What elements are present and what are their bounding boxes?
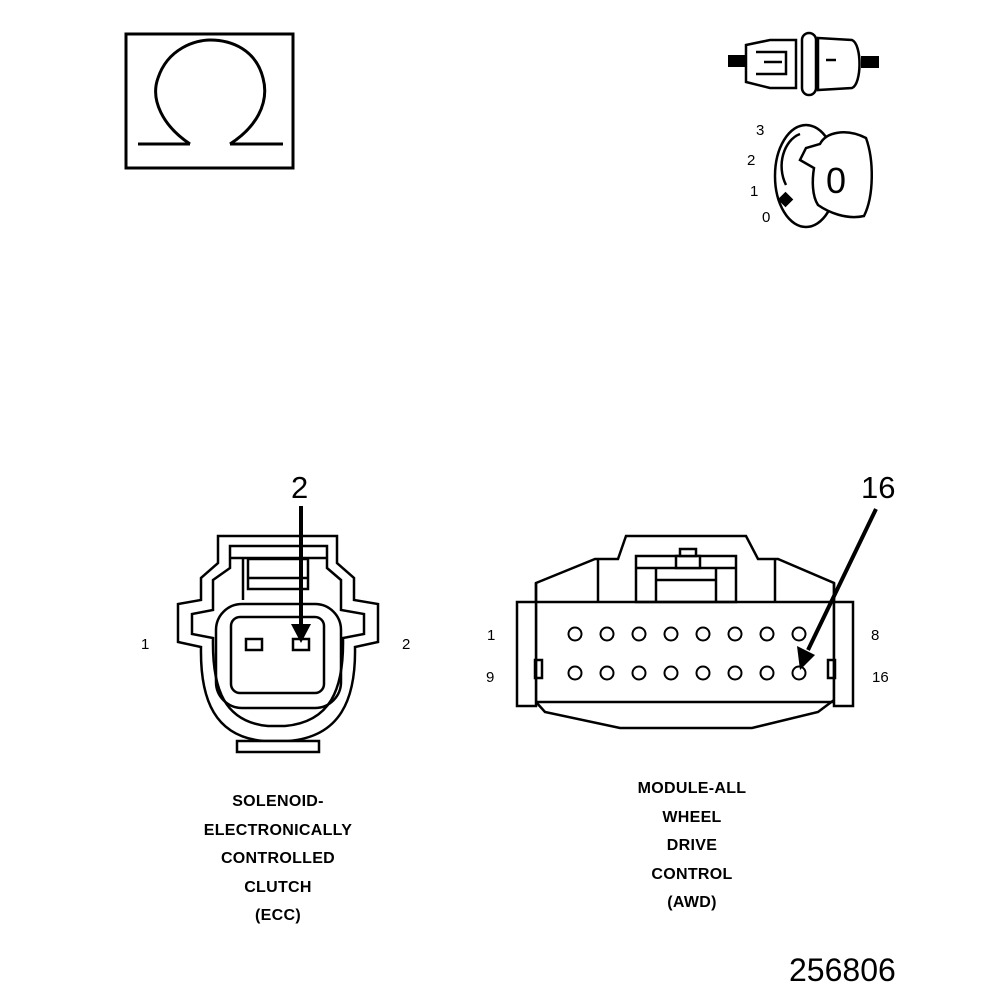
connector-cavity xyxy=(759,626,775,642)
connector-cavity xyxy=(695,626,711,642)
callout-pin-number: 2 xyxy=(291,470,309,505)
connector-cavity xyxy=(599,665,615,681)
pin-number-label: 9 xyxy=(486,669,495,686)
ecc-connector-caption: SOLENOID- ELECTRONICALLY CONTROLLED CLUT… xyxy=(168,788,388,931)
ecc-connector xyxy=(176,534,380,754)
connector-cavity xyxy=(663,665,679,681)
pin-number-label: 8 xyxy=(871,627,880,644)
connector-cavity xyxy=(599,626,615,642)
callout-pin-number: 16 xyxy=(861,470,896,505)
awd-cavity-grid xyxy=(567,626,807,681)
awd-connector xyxy=(515,534,855,730)
caption-line: ELECTRONICALLY xyxy=(203,821,353,839)
connector-cavity xyxy=(727,626,743,642)
ignition-position-label: 1 xyxy=(750,183,759,200)
ignition-position-label: 2 xyxy=(747,152,756,169)
caption-line: CONTROLLED xyxy=(220,850,336,867)
connector-cavity xyxy=(727,665,743,681)
connector-cavity xyxy=(663,626,679,642)
ohm-icon xyxy=(124,32,295,170)
ignition-position-label: 0 xyxy=(762,209,771,226)
connector-cavity xyxy=(791,665,807,681)
caption-line: CONTROL xyxy=(651,865,733,883)
caption-line: WHEEL xyxy=(662,808,722,826)
connector-cavity xyxy=(695,665,711,681)
ignition-position-label: 3 xyxy=(756,122,765,139)
ignition-key-icon xyxy=(773,123,873,229)
callout-arrow-pin-2 xyxy=(291,506,311,643)
connector-cavity xyxy=(567,626,583,642)
awd-connector-caption: MODULE-ALL WHEEL DRIVE CONTROL (AWD) xyxy=(582,775,802,918)
connector-cavity xyxy=(631,626,647,642)
caption-line: (AWD) xyxy=(667,894,717,911)
caption-line: CLUTCH xyxy=(244,878,312,896)
ignition-key-label: 0 xyxy=(826,160,847,201)
callout-arrow-pin-16 xyxy=(797,508,878,670)
caption-line: DRIVE xyxy=(666,837,718,854)
caption-line: SOLENOID- xyxy=(232,793,324,810)
caption-line: (ECC) xyxy=(255,907,301,924)
pin-number-label: 1 xyxy=(487,627,496,644)
figure-number: 256806 xyxy=(789,952,896,988)
connector-cavity xyxy=(567,665,583,681)
connector-cavity xyxy=(791,626,807,642)
pin-number-label: 1 xyxy=(141,636,150,653)
pin-number-label: 16 xyxy=(872,669,889,686)
pin-number-label: 2 xyxy=(402,636,411,653)
connector-cavity xyxy=(759,665,775,681)
connector-cavity xyxy=(631,665,647,681)
connector-disconnect-icon xyxy=(728,31,879,97)
caption-line: MODULE-ALL xyxy=(637,780,747,797)
